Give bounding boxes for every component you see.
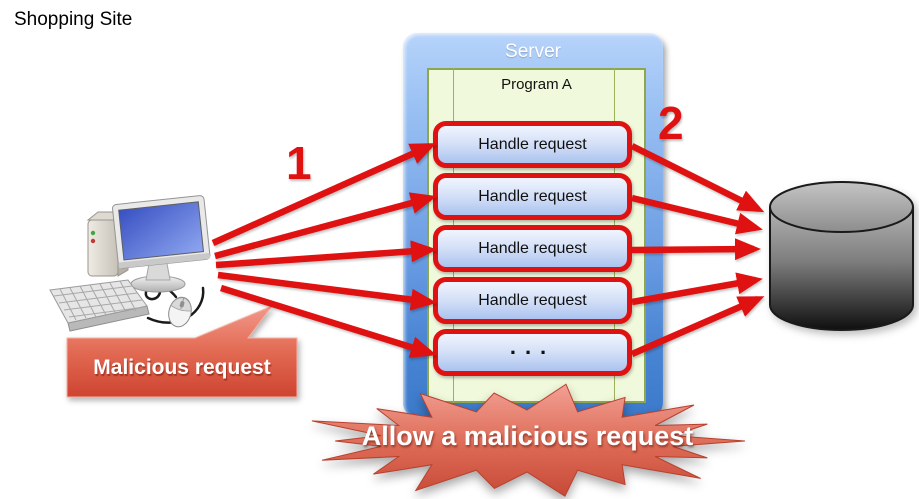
- malicious-request-label: Malicious request: [93, 355, 271, 379]
- step-2-label: 2: [658, 97, 684, 149]
- handler-ellipsis-label: ...: [509, 333, 556, 359]
- desktop-computer-icon: [49, 195, 211, 332]
- keyboard-icon: [49, 279, 150, 332]
- server-label: Server: [505, 41, 561, 62]
- handler-label: Handle request: [478, 291, 587, 309]
- handler-label: Handle request: [478, 239, 587, 257]
- handler-label: Handle request: [478, 187, 587, 205]
- step-1-label: 1: [286, 137, 312, 189]
- mouse-icon: [168, 296, 192, 328]
- page-title: Shopping Site: [14, 9, 133, 30]
- database-cylinder-icon: [769, 181, 914, 331]
- program-label: Program A: [501, 76, 572, 93]
- handle-request-box: Handle request: [433, 225, 632, 272]
- handle-request-box: Handle request: [433, 277, 632, 324]
- handle-request-box: Handle request: [433, 121, 632, 168]
- handle-request-box: Handle request: [433, 173, 632, 220]
- handle-request-more-box: ...: [433, 329, 632, 376]
- allow-malicious-request-burst: [311, 383, 746, 497]
- monitor-icon: [112, 195, 211, 269]
- burst-label: Allow a malicious request: [361, 421, 694, 451]
- handler-label: Handle request: [478, 135, 587, 153]
